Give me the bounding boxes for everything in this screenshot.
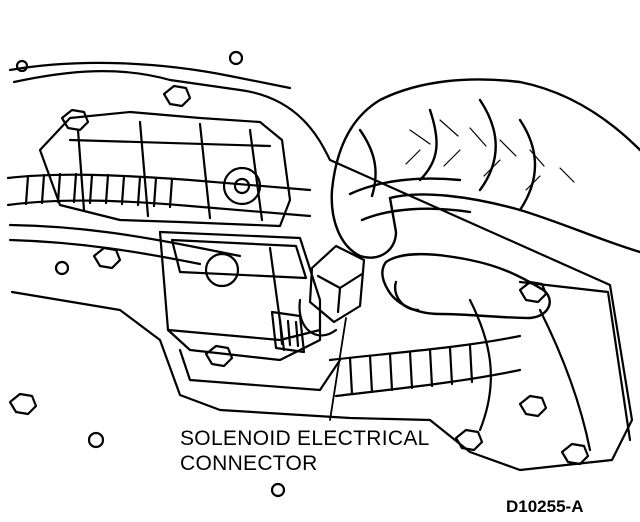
bracket-top-ledge bbox=[68, 138, 272, 148]
electrical-connector bbox=[308, 244, 366, 324]
bracket-rib-2 bbox=[138, 120, 150, 218]
solenoid-base bbox=[178, 348, 342, 392]
callout-label-line-2: CONNECTOR bbox=[180, 452, 318, 475]
case-right-panel bbox=[518, 280, 632, 442]
solenoid-lower-plate bbox=[166, 328, 322, 342]
hex-bolts bbox=[8, 84, 590, 466]
wiring-harness-right bbox=[328, 334, 522, 398]
solenoid-terminal-block bbox=[270, 310, 306, 354]
wiring-harness-left bbox=[6, 172, 312, 218]
figure-id: D10255-A bbox=[506, 497, 584, 516]
case-upper-edge bbox=[8, 61, 292, 90]
bracket-bolt-large bbox=[222, 166, 262, 206]
solenoid-body bbox=[158, 230, 322, 362]
bracket-rib-3 bbox=[198, 122, 212, 220]
harness-lower-cable bbox=[8, 223, 242, 258]
transmission-case-outline bbox=[10, 70, 634, 472]
solenoid-top-face bbox=[170, 238, 308, 280]
hand-illustration bbox=[330, 78, 640, 320]
bracket-rib-1 bbox=[76, 128, 86, 212]
valve-body-bracket bbox=[38, 110, 292, 228]
hand-shading bbox=[405, 119, 575, 191]
callout-leader-line bbox=[329, 317, 347, 421]
solenoid-plunger bbox=[204, 252, 240, 288]
callout-label-line-1: SOLENOID ELECTRICAL bbox=[180, 427, 430, 450]
connector-wires bbox=[298, 298, 338, 337]
mounting-holes bbox=[15, 50, 286, 498]
